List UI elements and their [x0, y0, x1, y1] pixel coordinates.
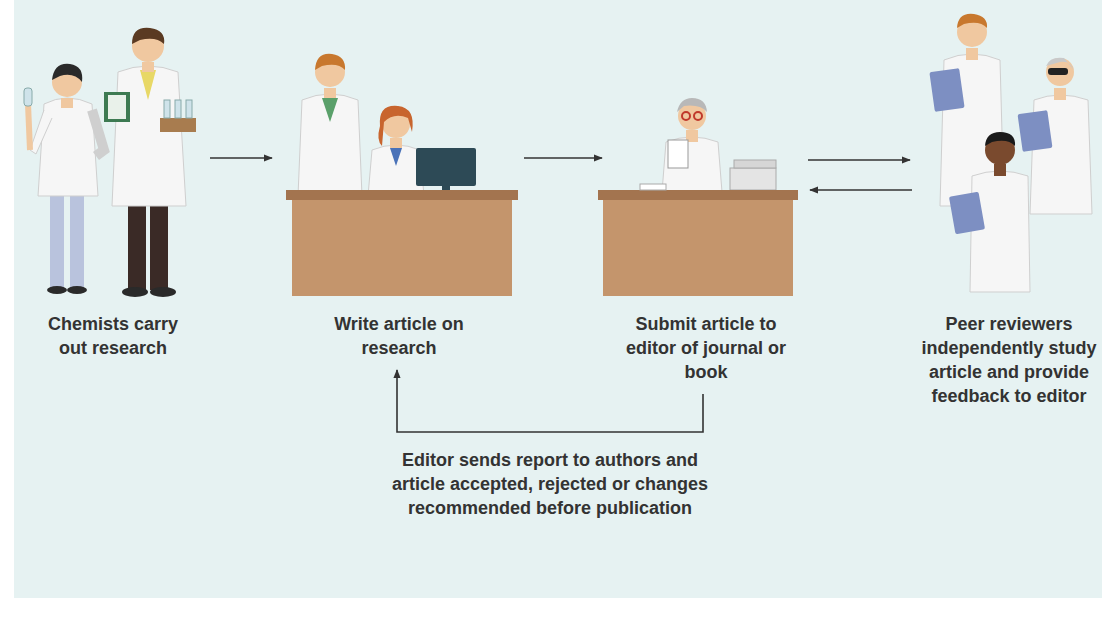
stage-caption: Chemists carry out research — [33, 312, 193, 360]
authors-figure — [286, 54, 518, 296]
reviewers-figure — [929, 14, 1092, 292]
flow-arrow — [808, 159, 910, 161]
stage-caption: Peer reviewers independently study artic… — [916, 312, 1102, 408]
stage-node: Write article on research — [276, 40, 522, 368]
stage-node: Submit article to editor of journal or b… — [606, 40, 806, 392]
stage-node: Peer reviewers independently study artic… — [914, 10, 1104, 416]
flow-arrow — [810, 189, 912, 191]
flow-arrow — [210, 157, 272, 159]
stage-caption: Submit article to editor of journal or b… — [621, 312, 791, 384]
chemists-figure — [24, 28, 196, 297]
stage-caption: Write article on research — [314, 312, 484, 360]
editor-figure — [598, 98, 798, 296]
flow-arrow — [397, 370, 703, 432]
flow-arrow — [524, 157, 602, 159]
edge-label: Editor sends report to authors and artic… — [385, 448, 715, 520]
stage-node: Chemists carry out research — [18, 10, 208, 368]
